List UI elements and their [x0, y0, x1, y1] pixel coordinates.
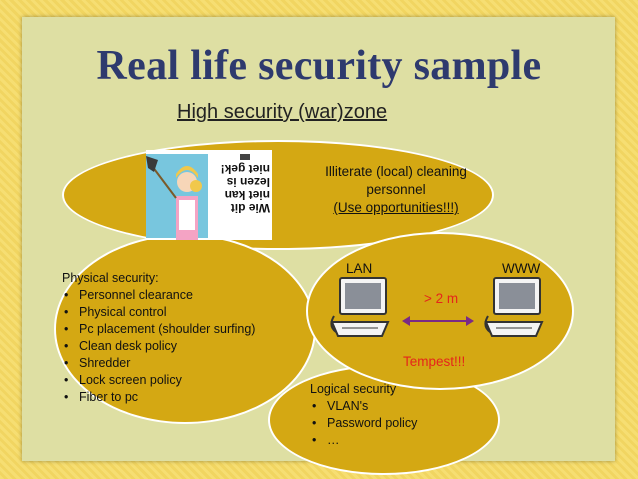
- cleaning-ellipse: [62, 140, 494, 250]
- poster-tag: [240, 154, 250, 160]
- logical-security-list: VLAN's Password policy …: [310, 398, 490, 449]
- physical-security-list: Personnel clearance Physical control Pc …: [62, 287, 312, 406]
- logical-security-block: Logical security VLAN's Password policy …: [310, 381, 490, 449]
- list-item: Personnel clearance: [62, 287, 312, 304]
- cleaning-line-3: (Use opportunities!!!): [333, 200, 459, 215]
- physical-security-block: Physical security: Personnel clearance P…: [62, 270, 312, 406]
- list-item: Fiber to pc: [62, 389, 312, 406]
- cleaning-text: Illiterate (local) cleaning personnel (U…: [296, 163, 496, 217]
- list-item: VLAN's: [310, 398, 490, 415]
- physical-security-heading: Physical security:: [62, 271, 159, 285]
- list-item: Password policy: [310, 415, 490, 432]
- list-item: …: [310, 432, 490, 449]
- poster-text: Wie dit niet kan lezen is niet gek!: [220, 162, 270, 215]
- double-arrow-icon: [402, 316, 474, 326]
- www-label: WWW: [502, 261, 541, 276]
- slide-title: Real life security sample: [96, 43, 542, 89]
- cleaning-lady-icon: [146, 156, 202, 240]
- distance-label: > 2 m: [424, 291, 459, 306]
- computer-icon: [484, 277, 544, 337]
- computer-icon: [330, 277, 390, 337]
- lan-label: LAN: [346, 261, 373, 276]
- cleaning-line-1: Illiterate (local) cleaning: [325, 164, 467, 179]
- tempest-label: Tempest!!!: [403, 354, 466, 369]
- list-item: Lock screen policy: [62, 372, 312, 389]
- cleaning-lady-poster-image: Wie dit niet kan lezen is niet gek!: [146, 150, 272, 240]
- list-item: Pc placement (shoulder surfing): [62, 321, 312, 338]
- cleaning-line-2: personnel: [366, 182, 426, 197]
- slide-subtitle: High security (war)zone: [177, 101, 388, 123]
- logical-security-heading: Logical security: [310, 382, 397, 396]
- list-item: Shredder: [62, 355, 312, 372]
- list-item: Clean desk policy: [62, 338, 312, 355]
- list-item: Physical control: [62, 304, 312, 321]
